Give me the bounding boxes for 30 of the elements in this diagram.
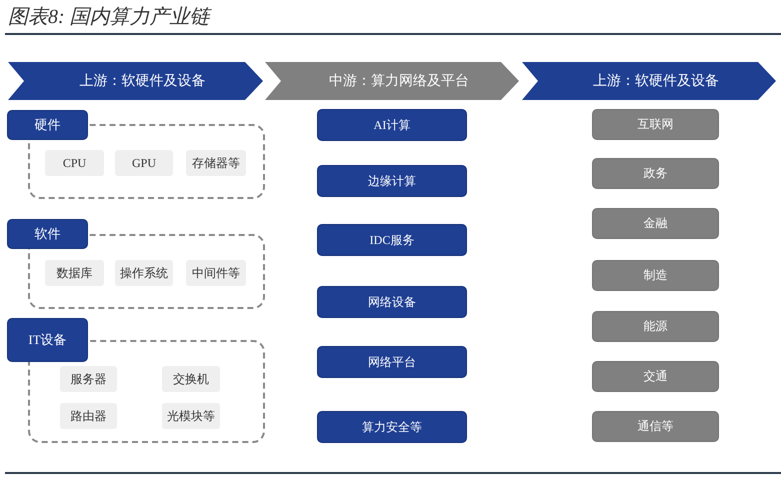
application-box: 交通: [592, 361, 719, 392]
application-box: 制造: [592, 260, 719, 291]
segment-box: 算力安全等: [317, 411, 467, 443]
group-tab: 软件: [7, 219, 88, 249]
component-box: 交换机: [162, 366, 220, 392]
segment-box: 边缘计算: [317, 165, 467, 197]
component-box: 光模块等: [162, 403, 220, 429]
application-box: 能源: [592, 311, 719, 342]
segment-box: IDC服务: [317, 224, 467, 256]
application-box: 政务: [592, 158, 719, 189]
component-box: GPU: [115, 150, 173, 176]
chart-title: 图表8: 国内算力产业链: [8, 5, 210, 30]
segment-box: 网络平台: [317, 346, 467, 378]
component-box: 存储器等: [186, 150, 246, 176]
component-box: 路由器: [60, 403, 117, 429]
component-box: 服务器: [60, 366, 117, 392]
component-box: CPU: [45, 150, 104, 176]
group-tab: IT设备: [7, 318, 88, 362]
segment-box: 网络设备: [317, 286, 467, 318]
application-box: 互联网: [592, 109, 719, 140]
component-box: 中间件等: [186, 260, 246, 286]
component-box: 操作系统: [115, 260, 173, 286]
component-box: 数据库: [45, 260, 104, 286]
stage-banner: 中游：算力网络及平台: [265, 62, 519, 100]
group-tab: 硬件: [7, 110, 88, 140]
application-box: 金融: [592, 208, 719, 239]
stage-banner: 上游：软硬件及设备: [522, 62, 776, 100]
stage-banner: 上游：软硬件及设备: [8, 62, 263, 100]
application-box: 通信等: [592, 411, 719, 442]
segment-box: AI计算: [317, 109, 467, 141]
